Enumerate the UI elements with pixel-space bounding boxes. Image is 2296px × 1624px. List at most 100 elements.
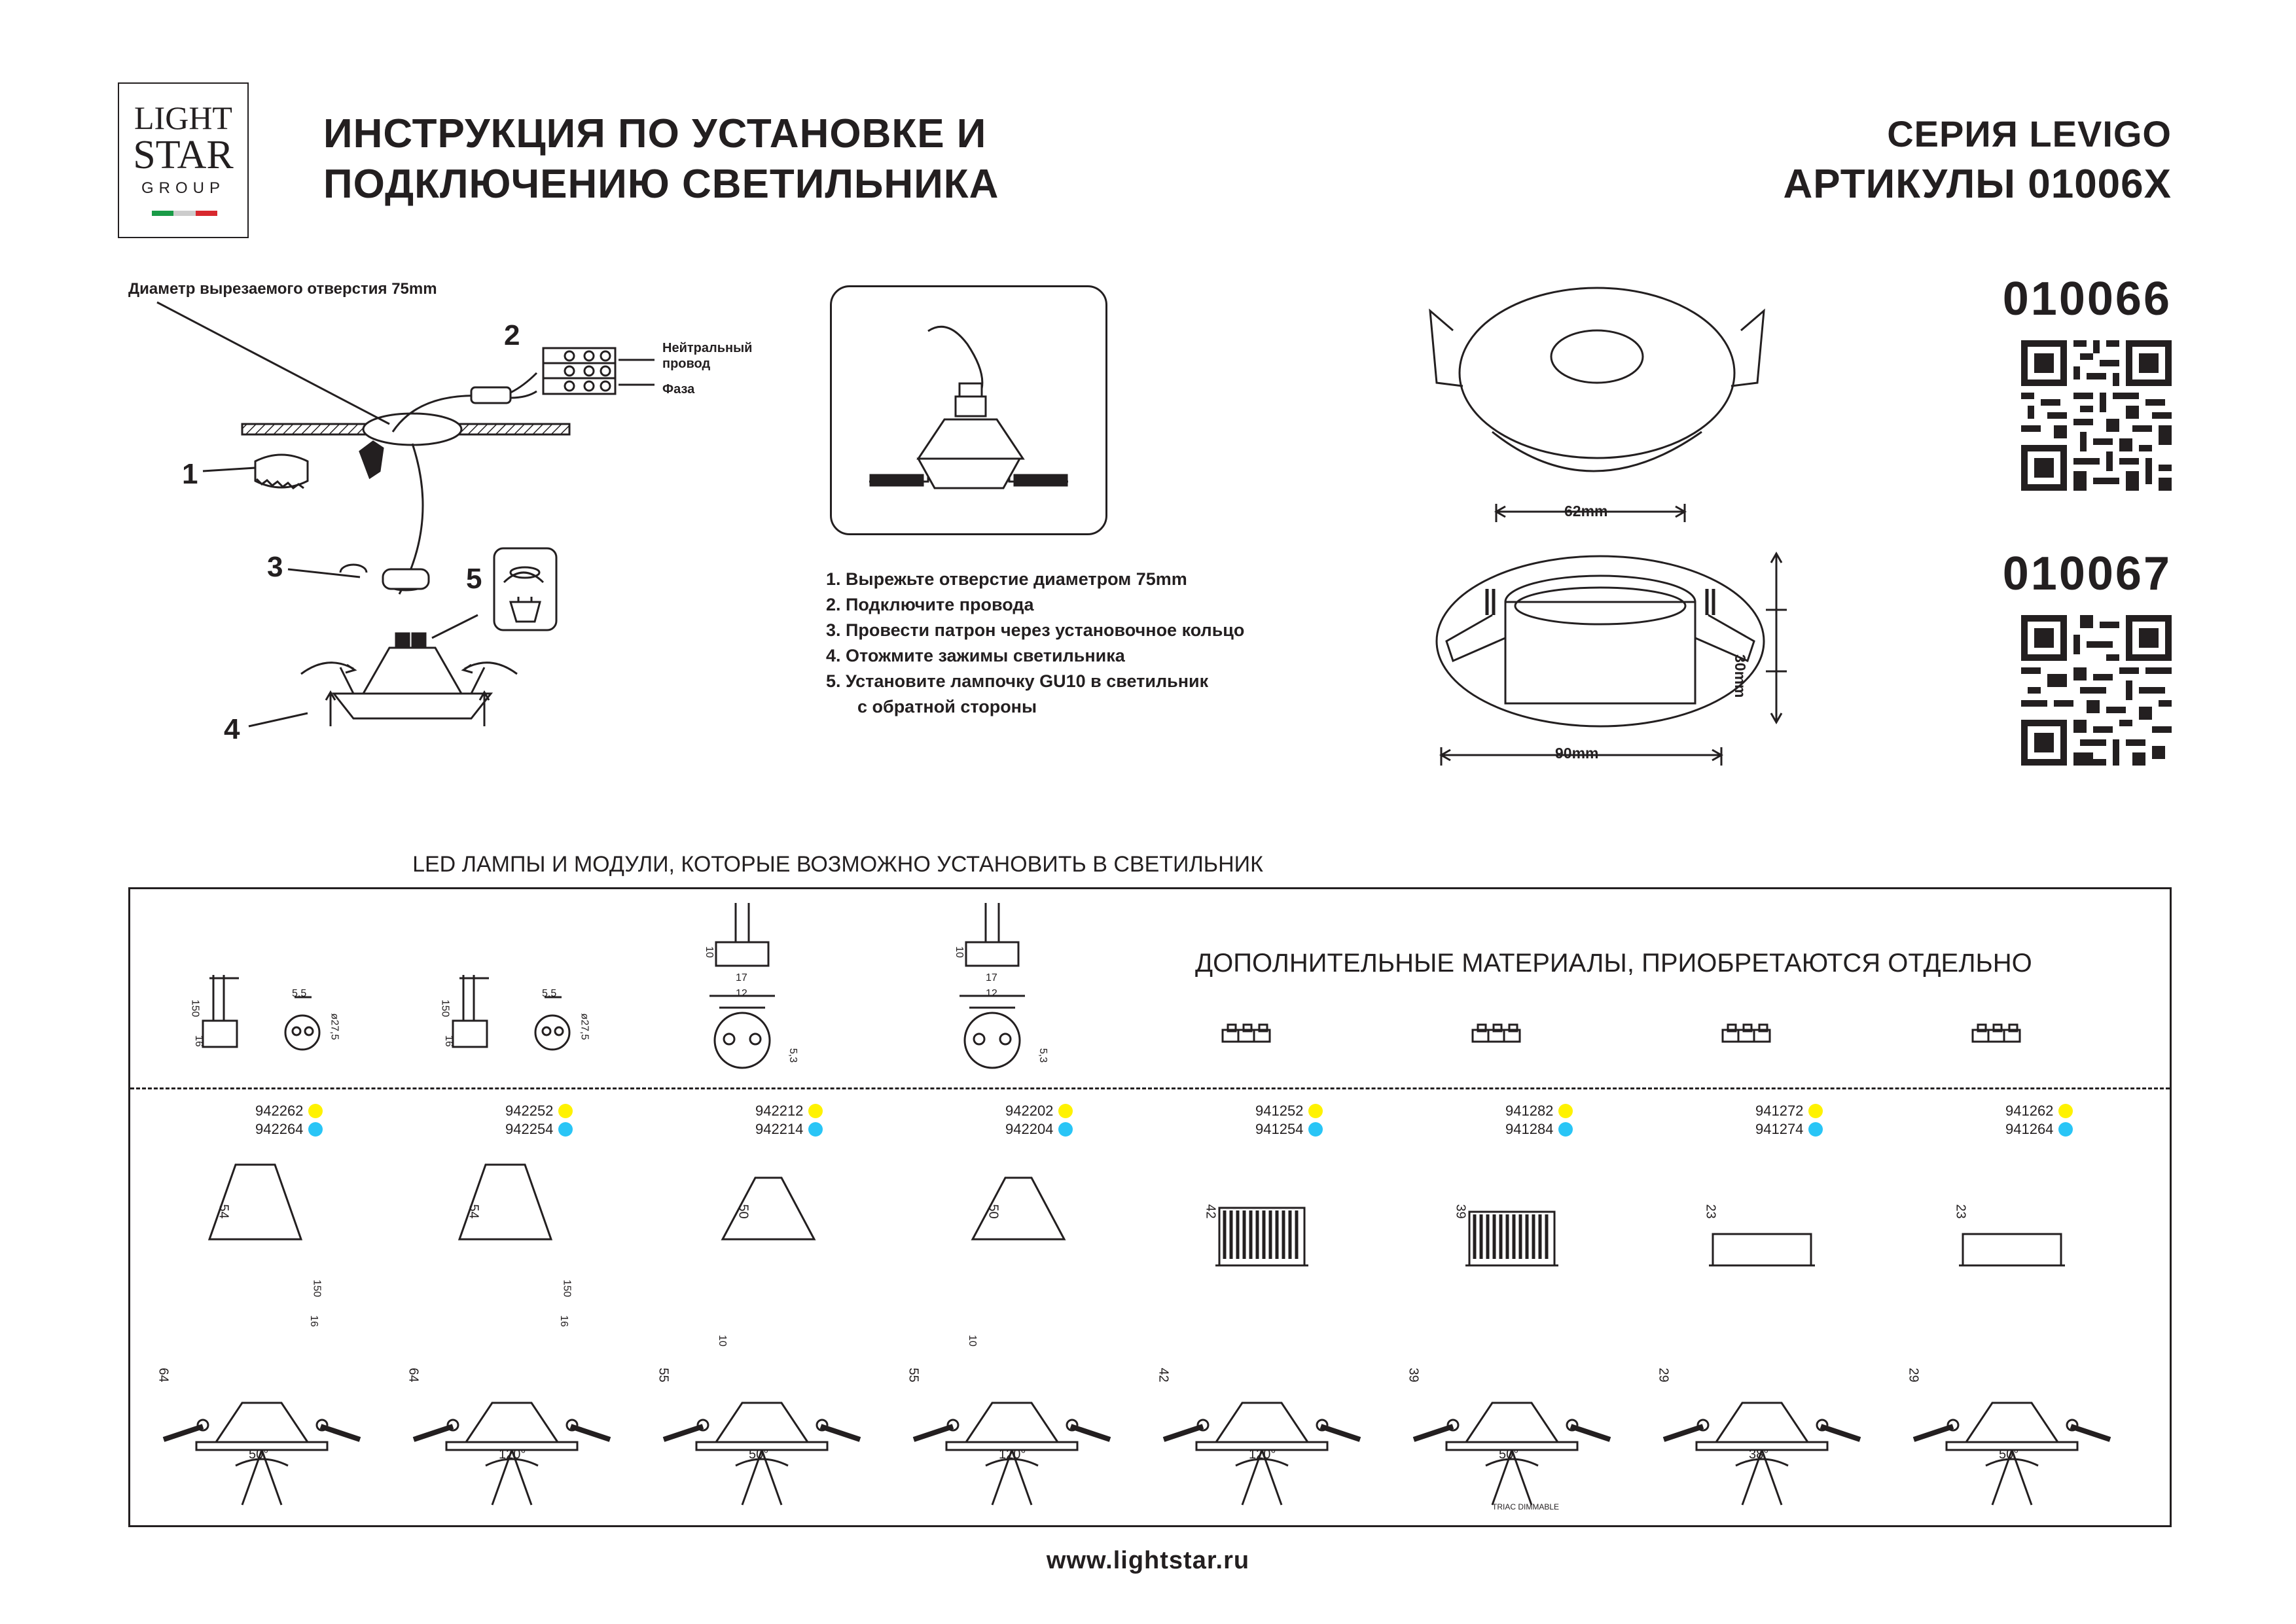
callout-2: 2 [504, 319, 520, 351]
install-height-label: 55 [906, 1368, 921, 1383]
warm-light-dot [1308, 1104, 1323, 1118]
callout-5: 5 [466, 563, 482, 595]
dim-line-height [1766, 551, 1787, 725]
article-warm: 941252 [1255, 1103, 1304, 1119]
warm-light-dot [1558, 1104, 1573, 1118]
cold-light-dot [558, 1122, 573, 1137]
article-cold: 942254 [505, 1121, 554, 1137]
step-4: 4. Отожмите зажимы светильника [826, 646, 1125, 665]
lamp-articles: 942202 942204 [1005, 1102, 1073, 1139]
article-warm: 941282 [1505, 1103, 1554, 1119]
lamp-height-label: 50 [736, 1204, 751, 1219]
cold-light-dot [308, 1122, 323, 1137]
warm-light-dot [808, 1104, 823, 1118]
logo-line-star: STAR [133, 133, 234, 177]
wire-dim-label: 16 [558, 1315, 569, 1327]
connector-dim-label: 150 [189, 999, 201, 1017]
lamp-drawing [1912, 1023, 2111, 1506]
connector-dim-label: 16 [442, 1035, 454, 1047]
install-height-label: 29 [1906, 1368, 1921, 1383]
article-cold: 942204 [1005, 1121, 1054, 1137]
wire-dim-label: 16 [308, 1315, 319, 1327]
dimming-note: TRIAC DIMMABLE [1492, 1502, 1560, 1511]
connector-dim-label: 16 [192, 1035, 204, 1047]
lamp-height-label: 39 [1453, 1204, 1468, 1219]
article-cold: 941274 [1755, 1121, 1804, 1137]
connector-dim-label: 10 [703, 946, 715, 958]
cold-light-dot [808, 1122, 823, 1137]
installation-diagram [156, 301, 655, 728]
connector-dim-label: 12 [736, 988, 747, 999]
cold-light-dot [1058, 1122, 1073, 1137]
lamp-articles: 942212 942214 [755, 1102, 823, 1139]
dim-width-bottom: 90mm [1555, 745, 1599, 762]
extra-materials-label: ДОПОЛНИТЕЛЬНЫЕ МАТЕРИАЛЫ, ПРИОБРЕТАЮТСЯ … [1195, 949, 2032, 978]
beam-angle-label: 120° [999, 1447, 1026, 1462]
warm-light-dot [1058, 1104, 1073, 1118]
cold-light-dot [1558, 1122, 1573, 1137]
neutral-wire-label: Нейтральный провод [662, 341, 753, 371]
lamp-articles: 941282 941284 [1505, 1102, 1573, 1139]
install-height-label: 29 [1656, 1368, 1671, 1383]
cold-light-dot [2058, 1122, 2073, 1137]
article-cold: 942264 [255, 1121, 304, 1137]
article-warm: 941262 [2005, 1103, 2054, 1119]
logo-line-group: GROUP [141, 179, 225, 197]
lamp-height-label: 23 [1953, 1204, 1968, 1219]
wire-dim-label: 150 [561, 1279, 573, 1297]
connector-dim-label: 150 [439, 999, 451, 1017]
callout-4: 4 [224, 713, 240, 745]
article-warm: 942212 [755, 1103, 804, 1119]
connector-dim-label: 5,3 [787, 1048, 799, 1063]
article-cold: 941284 [1505, 1121, 1554, 1137]
lamp-drawing [1162, 1023, 1361, 1506]
install-height-label: 64 [156, 1368, 171, 1383]
cold-light-dot [1808, 1122, 1823, 1137]
qr-code-010066 [2021, 340, 2172, 491]
lamps-table-frame [128, 887, 2172, 1527]
connector-dim-label: 12 [986, 988, 997, 999]
connector-dim-label: 17 [986, 972, 997, 983]
article-warm: 942202 [1005, 1103, 1054, 1119]
lamp-height-label: 54 [216, 1204, 231, 1219]
logo-line-light: LIGHT [134, 99, 232, 136]
italian-flag-stripe [152, 211, 217, 216]
beam-angle-label: 50° [749, 1447, 769, 1462]
beam-angle-label: 38° [1749, 1447, 1769, 1462]
series-label: СЕРИЯ LEVIGO [1887, 113, 2172, 154]
luminaire-socket-illustration [869, 325, 1068, 489]
step-5-cont: с обратной стороны [857, 697, 1037, 716]
beam-angle-label: 120° [499, 1447, 526, 1462]
install-height-label: 39 [1406, 1368, 1421, 1383]
lamp-drawing [662, 903, 861, 1506]
connector-dim-label: 17 [736, 972, 747, 983]
connector-dim-label: 10 [953, 946, 965, 958]
connector-dim-label: 5,5 [292, 988, 307, 999]
article-cold: 942214 [755, 1121, 804, 1137]
lamp-drawing [912, 903, 1111, 1506]
lamp-height-label: 23 [1703, 1204, 1718, 1219]
beam-angle-label: 50° [249, 1447, 269, 1462]
qr-code-010067 [2021, 615, 2172, 766]
beam-angle-label: 50° [1999, 1447, 2019, 1462]
connector-dim-label: 5,5 [542, 988, 557, 999]
page-title-line2: ПОДКЛЮЧЕНИЮ СВЕТИЛЬНИКА [323, 162, 999, 207]
website-link[interactable]: www.lightstar.ru [1046, 1547, 1250, 1574]
dim-line-top [1494, 504, 1687, 522]
connector-dim-label: 5,3 [1037, 1048, 1049, 1063]
lamp-height-label: 54 [466, 1204, 481, 1219]
callout-1: 1 [182, 458, 198, 490]
install-height-label: 64 [406, 1368, 421, 1383]
phase-label: Фаза [662, 382, 695, 397]
lamps-table-divider [130, 1087, 2170, 1089]
steps-list: 1. Вырежьте отверстие диаметром 75mm 2. … [826, 567, 1244, 720]
step-illustration-frame [830, 285, 1107, 535]
install-height-label: 42 [1156, 1368, 1171, 1383]
